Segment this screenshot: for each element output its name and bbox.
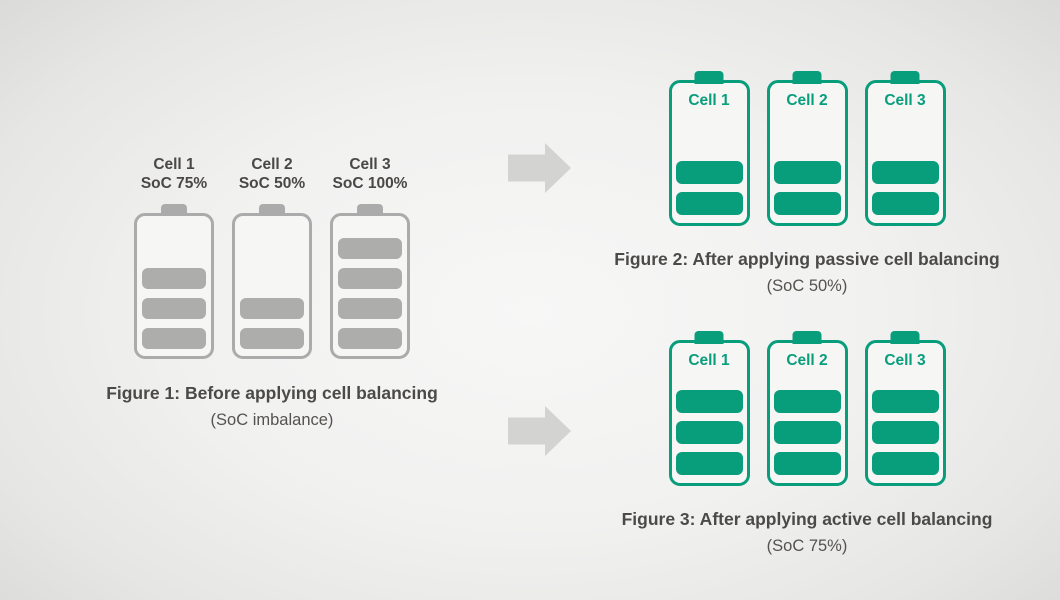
battery-name-label: Cell 3 bbox=[884, 92, 926, 109]
battery-name-label: Cell 2 bbox=[251, 156, 293, 173]
charge-bar bbox=[142, 298, 206, 319]
battery-body bbox=[330, 204, 410, 359]
charge-bar bbox=[338, 268, 402, 289]
charge-bar bbox=[871, 161, 939, 184]
charge-bar bbox=[675, 390, 743, 413]
charge-bar bbox=[871, 390, 939, 413]
charge-bar bbox=[871, 192, 939, 215]
charge-bar bbox=[142, 328, 206, 349]
charge-bar bbox=[338, 298, 402, 319]
charge-bar bbox=[773, 192, 841, 215]
battery-terminal bbox=[357, 204, 383, 216]
battery-terminal bbox=[792, 71, 822, 84]
battery-row: Cell 1 Cell 2 Cell 3 bbox=[600, 71, 1014, 226]
battery-name-label: Cell 1 bbox=[688, 92, 730, 109]
figure-2-subcaption: (SoC 50%) bbox=[766, 277, 848, 295]
battery-terminal bbox=[259, 204, 285, 216]
figure-3-active-balancing: Cell 1 Cell 2 Cell 3 Figure 3: After apply… bbox=[600, 331, 1014, 557]
battery-cell-1: Cell 1 bbox=[668, 331, 750, 486]
charge-bar bbox=[240, 298, 304, 319]
battery-cell-1: Cell 1 bbox=[668, 71, 750, 226]
battery-label: Cell 3 SoC 100% bbox=[333, 155, 408, 193]
battery-cell-3: Cell 3 bbox=[864, 331, 946, 486]
charge-bars bbox=[338, 238, 402, 349]
battery-body: Cell 2 bbox=[766, 71, 848, 226]
figure-3-caption: Figure 3: After applying active cell bal… bbox=[621, 509, 993, 529]
charge-bars bbox=[773, 161, 841, 215]
battery-soc-label: SoC 50% bbox=[238, 175, 306, 192]
figure-1-subcaption: (SoC imbalance) bbox=[210, 411, 334, 429]
charge-bar bbox=[240, 328, 304, 349]
battery-soc-label: SoC 100% bbox=[332, 175, 408, 192]
battery-cell-1: Cell 1 SoC 75% bbox=[134, 155, 214, 359]
battery-soc-label: SoC 75% bbox=[140, 175, 208, 192]
charge-bar bbox=[675, 452, 743, 475]
charge-bar bbox=[675, 161, 743, 184]
charge-bars bbox=[675, 161, 743, 215]
battery-name-label: Cell 2 bbox=[786, 92, 828, 109]
charge-bar bbox=[675, 192, 743, 215]
battery-cell-2: Cell 2 bbox=[766, 71, 848, 226]
figure-1-before-balancing: Cell 1 SoC 75% Cell 2 SoC 50% Cell 3 SoC 100%… bbox=[62, 155, 482, 431]
battery-body: Cell 3 bbox=[864, 71, 946, 226]
battery-cell-3: Cell 3 SoC 100% bbox=[330, 155, 410, 359]
figure-1-caption: Figure 1: Before applying cell balancing bbox=[106, 383, 438, 403]
battery-cell-2: Cell 2 SoC 50% bbox=[232, 155, 312, 359]
battery-body: Cell 1 bbox=[668, 71, 750, 226]
battery-name-label: Cell 1 bbox=[688, 352, 730, 369]
right-arrow-icon bbox=[508, 406, 571, 456]
figure-2-passive-balancing: Cell 1 Cell 2 Cell 3 Figure 2: After apply… bbox=[600, 71, 1014, 297]
battery-body: Cell 3 bbox=[864, 331, 946, 486]
figure-2-caption: Figure 2: After applying passive cell ba… bbox=[614, 249, 1000, 269]
charge-bar bbox=[142, 268, 206, 289]
charge-bar bbox=[675, 421, 743, 444]
charge-bar bbox=[871, 421, 939, 444]
charge-bars bbox=[871, 390, 939, 475]
charge-bars bbox=[142, 268, 206, 349]
charge-bar bbox=[338, 238, 402, 259]
battery-name-label: Cell 2 bbox=[786, 352, 828, 369]
battery-cell-2: Cell 2 bbox=[766, 331, 848, 486]
figure-3-subcaption: (SoC 75%) bbox=[766, 537, 848, 555]
battery-name-label: Cell 1 bbox=[153, 156, 195, 173]
charge-bar bbox=[871, 452, 939, 475]
battery-name-label: Cell 3 bbox=[349, 156, 391, 173]
battery-label: Cell 1 SoC 75% bbox=[141, 155, 207, 193]
charge-bar bbox=[338, 328, 402, 349]
charge-bar bbox=[773, 390, 841, 413]
charge-bar bbox=[773, 421, 841, 444]
battery-body bbox=[134, 204, 214, 359]
battery-cell-3: Cell 3 bbox=[864, 71, 946, 226]
battery-terminal bbox=[890, 331, 920, 344]
battery-body: Cell 2 bbox=[766, 331, 848, 486]
charge-bar bbox=[773, 452, 841, 475]
charge-bars bbox=[773, 390, 841, 475]
charge-bars bbox=[240, 298, 304, 349]
battery-row: Cell 1 Cell 2 Cell 3 bbox=[600, 331, 1014, 486]
right-arrow-icon bbox=[508, 143, 571, 193]
battery-terminal bbox=[694, 331, 724, 344]
battery-label: Cell 2 SoC 50% bbox=[239, 155, 305, 193]
battery-terminal bbox=[890, 71, 920, 84]
battery-row: Cell 1 SoC 75% Cell 2 SoC 50% Cell 3 SoC 100% bbox=[62, 155, 482, 359]
charge-bars bbox=[871, 161, 939, 215]
battery-body: Cell 1 bbox=[668, 331, 750, 486]
battery-name-label: Cell 3 bbox=[884, 352, 926, 369]
battery-terminal bbox=[694, 71, 724, 84]
battery-terminal bbox=[161, 204, 187, 216]
battery-body bbox=[232, 204, 312, 359]
battery-terminal bbox=[792, 331, 822, 344]
charge-bar bbox=[773, 161, 841, 184]
charge-bars bbox=[675, 390, 743, 475]
